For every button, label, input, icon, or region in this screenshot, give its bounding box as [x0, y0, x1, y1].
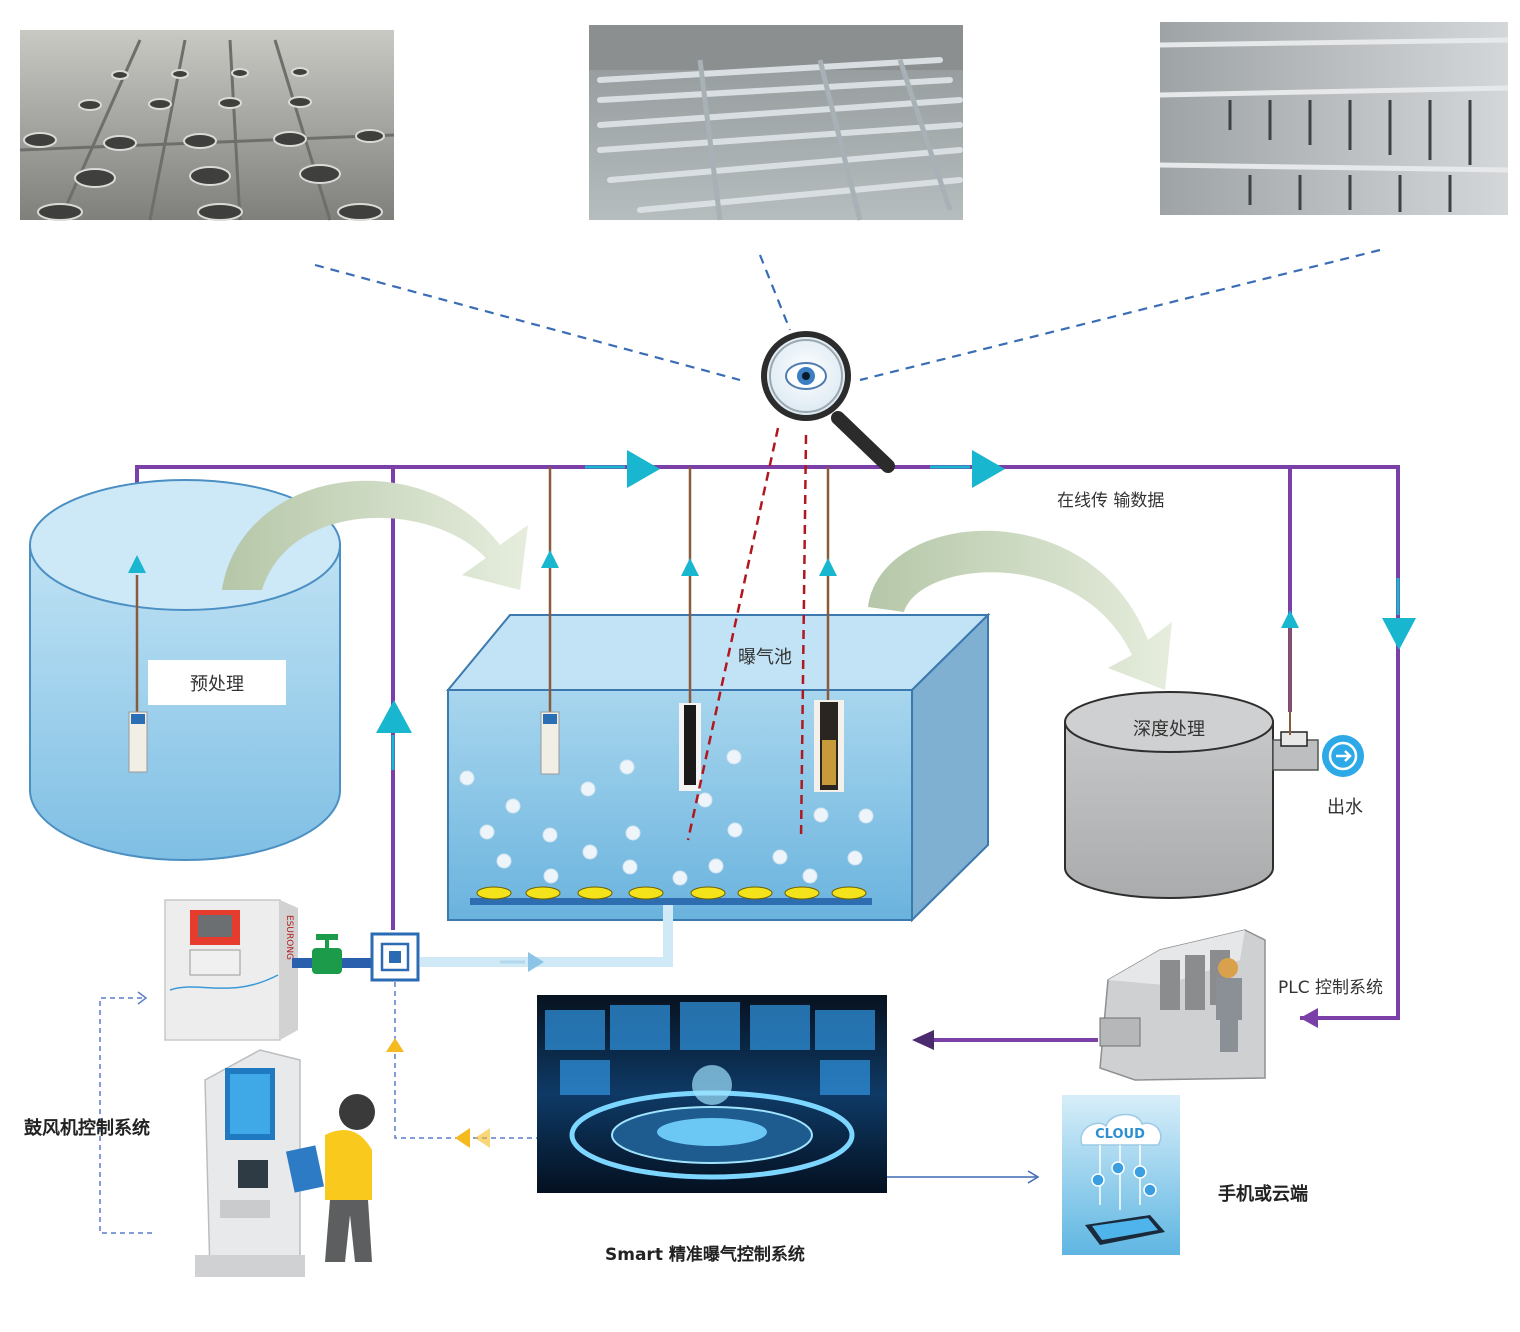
view-lines [314, 248, 1381, 382]
photo-pipe-rack [1159, 22, 1509, 215]
magnifier-eye-icon [761, 331, 895, 473]
label-deep-treatment: 深度处理 [1133, 719, 1205, 740]
valve-icon [312, 934, 342, 974]
operator-kiosk [195, 1049, 305, 1277]
outlet-arrow-icon [1322, 735, 1364, 777]
aeration-tank [445, 612, 991, 923]
label-online-transfer: 在线传 输数据 [1057, 491, 1165, 511]
blower-brand: ESURONG [284, 915, 294, 960]
cloud-icon: CLOUD [1080, 1113, 1162, 1146]
label-pretreatment: 预处理 [190, 674, 244, 695]
label-outlet: 出水 [1327, 797, 1363, 818]
flow-arrow-icon [376, 450, 1416, 1050]
transfer-arrow-2 [868, 530, 1172, 690]
operator-person [285, 1094, 375, 1262]
feedback-lines [99, 982, 538, 1234]
sensor-probe-aeration-3 [814, 467, 844, 792]
pretreatment-tank [29, 479, 341, 861]
inspection-lines [686, 427, 808, 841]
label-smart-system: Smart 精准曝气控制系统 [605, 1245, 805, 1265]
label-plc-system: PLC 控制系统 [1278, 978, 1383, 998]
blower-unit: ESURONG [164, 899, 298, 1041]
sensor-probe-pretreatment [128, 555, 148, 773]
phone-cloud: CLOUD [1062, 1095, 1180, 1255]
transfer-arrow-1 [222, 480, 528, 590]
feedback-arrows [137, 991, 490, 1148]
sensor-probe-outlet [1281, 610, 1299, 735]
sensor-probe-aeration-2 [679, 467, 701, 791]
photo-diffuser-grid [19, 30, 395, 221]
cloud-link [887, 1170, 1040, 1184]
label-aeration-tank: 曝气池 [738, 647, 792, 668]
control-box-icon [370, 932, 420, 982]
label-blower-system: 鼓风机控制系统 [24, 1118, 150, 1139]
deep-treatment-tank [1064, 691, 1319, 899]
label-phone-cloud: 手机或云端 [1218, 1184, 1308, 1205]
photo-tube-diffusers [589, 25, 963, 221]
sensor-probe-aeration-1 [540, 467, 560, 775]
cloud-logo: CLOUD [1095, 1127, 1145, 1142]
plc-cabinet [1099, 929, 1266, 1081]
smart-control-room [537, 995, 887, 1193]
